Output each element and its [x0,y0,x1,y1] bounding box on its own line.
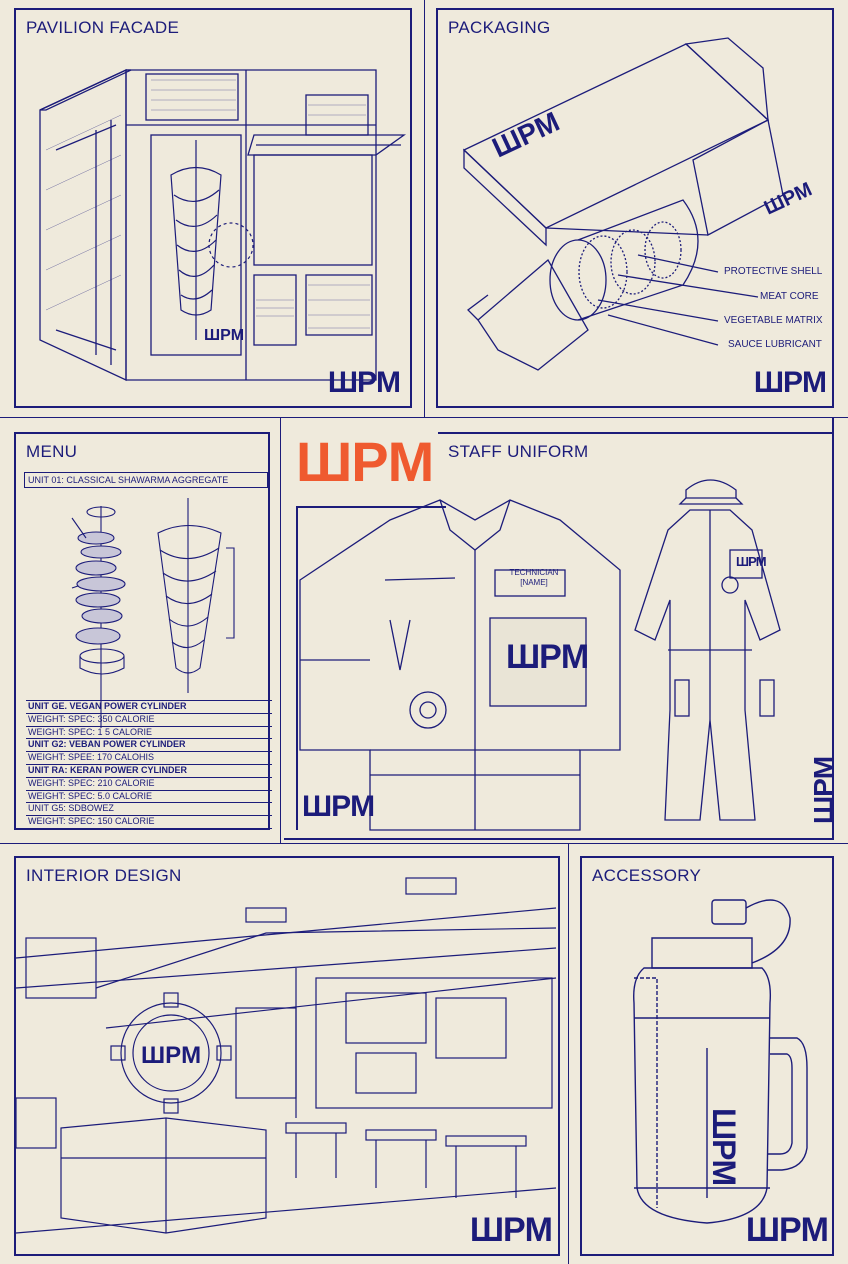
brand-logo: ШPM [469,1211,553,1249]
menu-row: UNIT G2: VEBAN POWER CYLINDER [26,738,272,751]
menu-header: UNIT 01: CLASSICAL SHAWARMA AGGREGATE [24,472,268,488]
menu-row: UNIT RA: KERAN POWER CYLINDER [26,763,272,777]
box-side-logo: ШPM [761,178,816,219]
brand-logo: ШPM [302,790,375,823]
panel-title: PACKAGING [448,18,551,37]
panel-interior-design: INTERIOR DESIGN [14,856,560,1256]
menu-row: WEIGHT: SPEC: 5.0 CALORIE [26,789,272,803]
divider [424,0,425,417]
pavilion-illustration: ШPM [39,68,407,382]
panel-staff-uniform-frame: STAFF UNIFORM [438,432,834,830]
callout-sauce-lubricant: SAUCE LUBRICANT [728,339,822,350]
bottle-icon [633,899,808,1224]
panel-title: MENU [26,442,78,461]
gear-icon [110,992,232,1114]
brand-logo: ШPM [327,366,401,399]
callout-meat-core: MEAT CORE [760,291,819,302]
uniform-frame-line [296,506,298,830]
panel-pavilion-facade: PAVILION FACADE [14,8,412,408]
menu-row: UNIT GE. VEGAN POWER CYLINDER [26,700,272,713]
box-logo: ШPM [487,106,564,164]
chest-logo: ШPM [506,638,589,676]
panel-title: ACCESSORY [592,866,702,885]
menu-row: UNIT G5: SDBOWEZ [26,802,272,815]
menu-row: WEIGHT: SPEC: 350 CALORIE [26,712,272,726]
shawarma-cone-icon [170,140,254,340]
gear-logo: ШPM [141,1042,201,1069]
packaging-illustration: ШPM ШPM [462,37,816,371]
coverall-logo: ШPM [736,554,767,569]
name-badge: TECHNICIAN [NAME] [498,568,570,588]
menu-row: WEIGHT: SPEC: 210 CALORIE [26,776,272,790]
menu-row: WEIGHT: SPEC: 1 5 CALORIE [26,725,272,739]
bottle-logo: ШPM [706,1108,742,1186]
uniform-frame-line [296,506,446,508]
uniform-illustration [299,479,781,831]
panel-title: INTERIOR DESIGN [26,866,182,885]
side-logo: ШPM [808,756,839,824]
menu-illustration [71,498,235,728]
accent-logo: ШPM [296,430,434,493]
panel-title: STAFF UNIFORM [448,442,589,461]
panel-packaging: PACKAGING ШPM ШPM PROTECTIVE SHELL MEAT [436,8,834,408]
panel-menu: MENU UNIT 01: CLASSICAL SHAWARMA AGGREGA… [14,432,272,830]
brand-logo: ШPM [745,1211,829,1249]
callout-protective-shell: PROTECTIVE SHELL [724,266,823,277]
pavilion-sign: ШPM [204,327,244,344]
brand-logo: ШPM [753,366,827,399]
divider [568,843,569,1264]
divider [0,417,848,418]
menu-row: WEIGHT: SPEC: 150 CALORIE [26,815,272,829]
badge-title: TECHNICIAN [509,568,559,577]
callout-vegetable-matrix: VEGETABLE MATRIX [724,315,823,326]
interior-illustration: ШPM [15,877,557,1234]
badge-name: [NAME] [520,578,548,587]
menu-row: WEIGHT: SPEE: 170 CALOHIS [26,751,272,764]
divider [0,843,848,844]
panel-title: PAVILION FACADE [26,18,180,37]
panel-accessory: ACCESSORY ШPM ШPM [580,856,834,1256]
divider [280,418,281,843]
menu-table: UNIT GE. VEGAN POWER CYLINDER WEIGHT: SP… [26,700,272,829]
